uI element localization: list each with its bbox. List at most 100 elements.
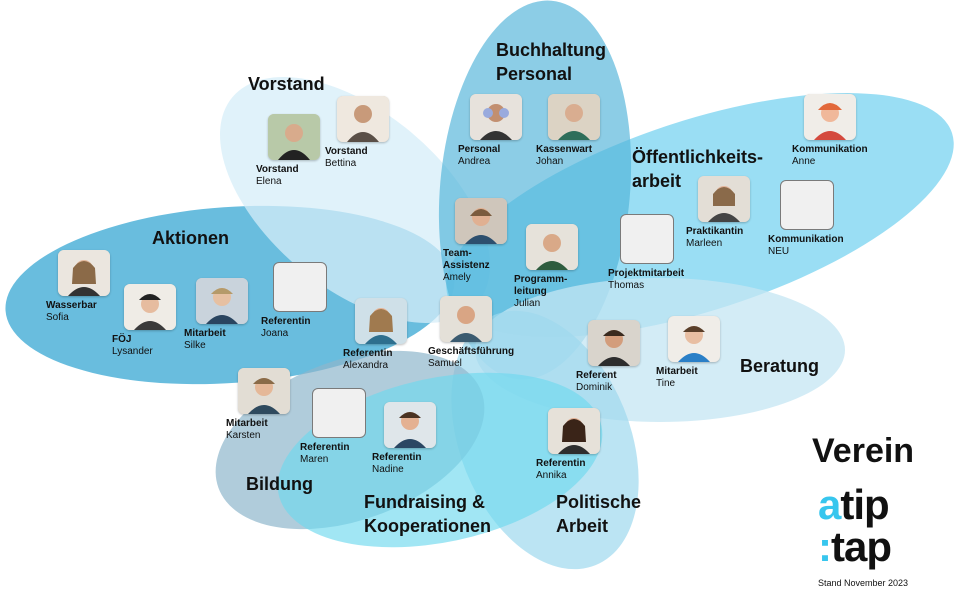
person-role: Referentin (372, 452, 422, 463)
person-role: Personal (458, 144, 501, 155)
person-name: Amely (443, 272, 471, 283)
person-role: Referent (576, 370, 617, 381)
person-card: FÖJ Lysander (112, 284, 232, 358)
person-name: Andrea (458, 156, 491, 167)
person-role: Geschäftsführung (428, 346, 515, 357)
area-title-oeffentlichkeit: Öffentlichkeits- arbeit (632, 147, 764, 191)
person-photo (548, 94, 600, 140)
person-photo-placeholder (620, 214, 674, 264)
person-role: Vorstand (325, 146, 368, 157)
area-title-vorstand: Vorstand (248, 74, 325, 94)
person-role: Kassenwart (536, 144, 593, 155)
person-role: Praktikantin (686, 226, 744, 237)
person-card: Kommunikation Anne (792, 94, 912, 168)
person-role: Vorstand (256, 164, 299, 175)
org-logo: atip :tap (818, 484, 924, 574)
person-name: Dominik (576, 382, 613, 393)
person-name: NEU (768, 246, 790, 257)
person-photo (440, 296, 492, 342)
person-card: Referentin Alexandra (343, 298, 463, 372)
person-role: Referentin (261, 316, 311, 327)
person-card: Personal Andrea (458, 94, 578, 168)
person-name: Julian (514, 298, 541, 309)
area-title-fundraising: Fundraising & Kooperationen (364, 492, 492, 536)
area-title-bildung: Bildung (246, 474, 313, 494)
person-photo-placeholder (312, 388, 366, 438)
org-title: Verein (812, 432, 915, 470)
person-card: Team- Assistenz Amely (443, 198, 563, 284)
logo-accent-2: : (818, 523, 832, 570)
person-role: Wasserbar (46, 300, 97, 311)
person-card: Mitarbeit Karsten (226, 368, 346, 442)
person-photo (384, 402, 436, 448)
person-photo (526, 224, 578, 270)
person-photo (470, 94, 522, 140)
person-name: Tine (656, 378, 676, 389)
person-photo (337, 96, 389, 142)
person-card: Programm- leitung Julian (514, 224, 634, 310)
logo-line-2: :tap (818, 523, 892, 570)
person-role: Referentin (300, 442, 350, 453)
logo-line-1: atip (818, 481, 890, 528)
person-photo (588, 320, 640, 366)
person-name: Samuel (428, 358, 462, 369)
person-photo (668, 316, 720, 362)
person-card: Vorstand Elena (256, 114, 376, 188)
person-role: Referentin (536, 458, 586, 469)
person-card: Referent Dominik (576, 320, 696, 394)
person-photo (268, 114, 320, 160)
person-name: Annika (536, 470, 567, 481)
area-title-beratung: Beratung (740, 356, 820, 376)
person-photo (804, 94, 856, 140)
person-name: Johan (536, 156, 564, 167)
person-card: Referentin Maren (300, 388, 420, 466)
person-photo (58, 250, 110, 296)
logo-text-2: tap (831, 523, 892, 570)
person-photo (698, 176, 750, 222)
person-role: Projektmitarbeit (608, 268, 685, 279)
person-name: Elena (256, 176, 282, 187)
area-title-aktionen: Aktionen (152, 228, 230, 248)
person-card: Kommunikation NEU (768, 180, 888, 258)
person-card: Mitarbeit Silke (184, 278, 304, 352)
person-role: Mitarbeit (656, 366, 698, 377)
person-name: Silke (184, 340, 206, 351)
person-card: Geschäftsführung Samuel (428, 296, 548, 370)
person-card: Wasserbar Sofia (46, 250, 166, 324)
person-role: Team- Assistenz (443, 248, 490, 271)
person-card: Projektmitarbeit Thomas (608, 214, 728, 292)
person-name: Joana (261, 328, 289, 339)
stand-date: Stand November 2023 (818, 578, 909, 588)
person-name: Nadine (372, 464, 404, 475)
person-name: Karsten (226, 430, 261, 441)
person-card: Referentin Annika (536, 408, 656, 482)
person-card: Praktikantin Marleen (686, 176, 806, 250)
person-name: Bettina (325, 158, 357, 169)
person-role: Kommunikation (792, 144, 868, 155)
logo-text-1: tip (840, 481, 889, 528)
person-name: Marleen (686, 238, 723, 249)
person-role: FÖJ (112, 334, 132, 345)
person-photo (124, 284, 176, 330)
person-name: Lysander (112, 346, 153, 357)
person-name: Anne (792, 156, 816, 167)
person-photo (238, 368, 290, 414)
person-card: Vorstand Bettina (325, 96, 445, 170)
person-card: Kassenwart Johan (536, 94, 656, 168)
area-title-politik: Politische Arbeit (556, 492, 642, 536)
person-name: Thomas (608, 280, 645, 291)
person-photo (196, 278, 248, 324)
logo-accent-1: a (818, 481, 841, 528)
person-card: Mitarbeit Tine (656, 316, 776, 390)
person-card: Referentin Nadine (372, 402, 492, 476)
person-name: Alexandra (343, 360, 389, 371)
person-name: Sofia (46, 312, 69, 323)
person-photo (455, 198, 507, 244)
person-role: Referentin (343, 348, 393, 359)
person-name: Maren (300, 454, 329, 465)
person-photo-placeholder (273, 262, 327, 312)
person-role: Kommunikation (768, 234, 844, 245)
area-title-buchhaltung: Buchhaltung Personal (496, 40, 606, 84)
person-card: Referentin Joana (261, 262, 381, 340)
person-role: Mitarbeit (226, 418, 268, 429)
